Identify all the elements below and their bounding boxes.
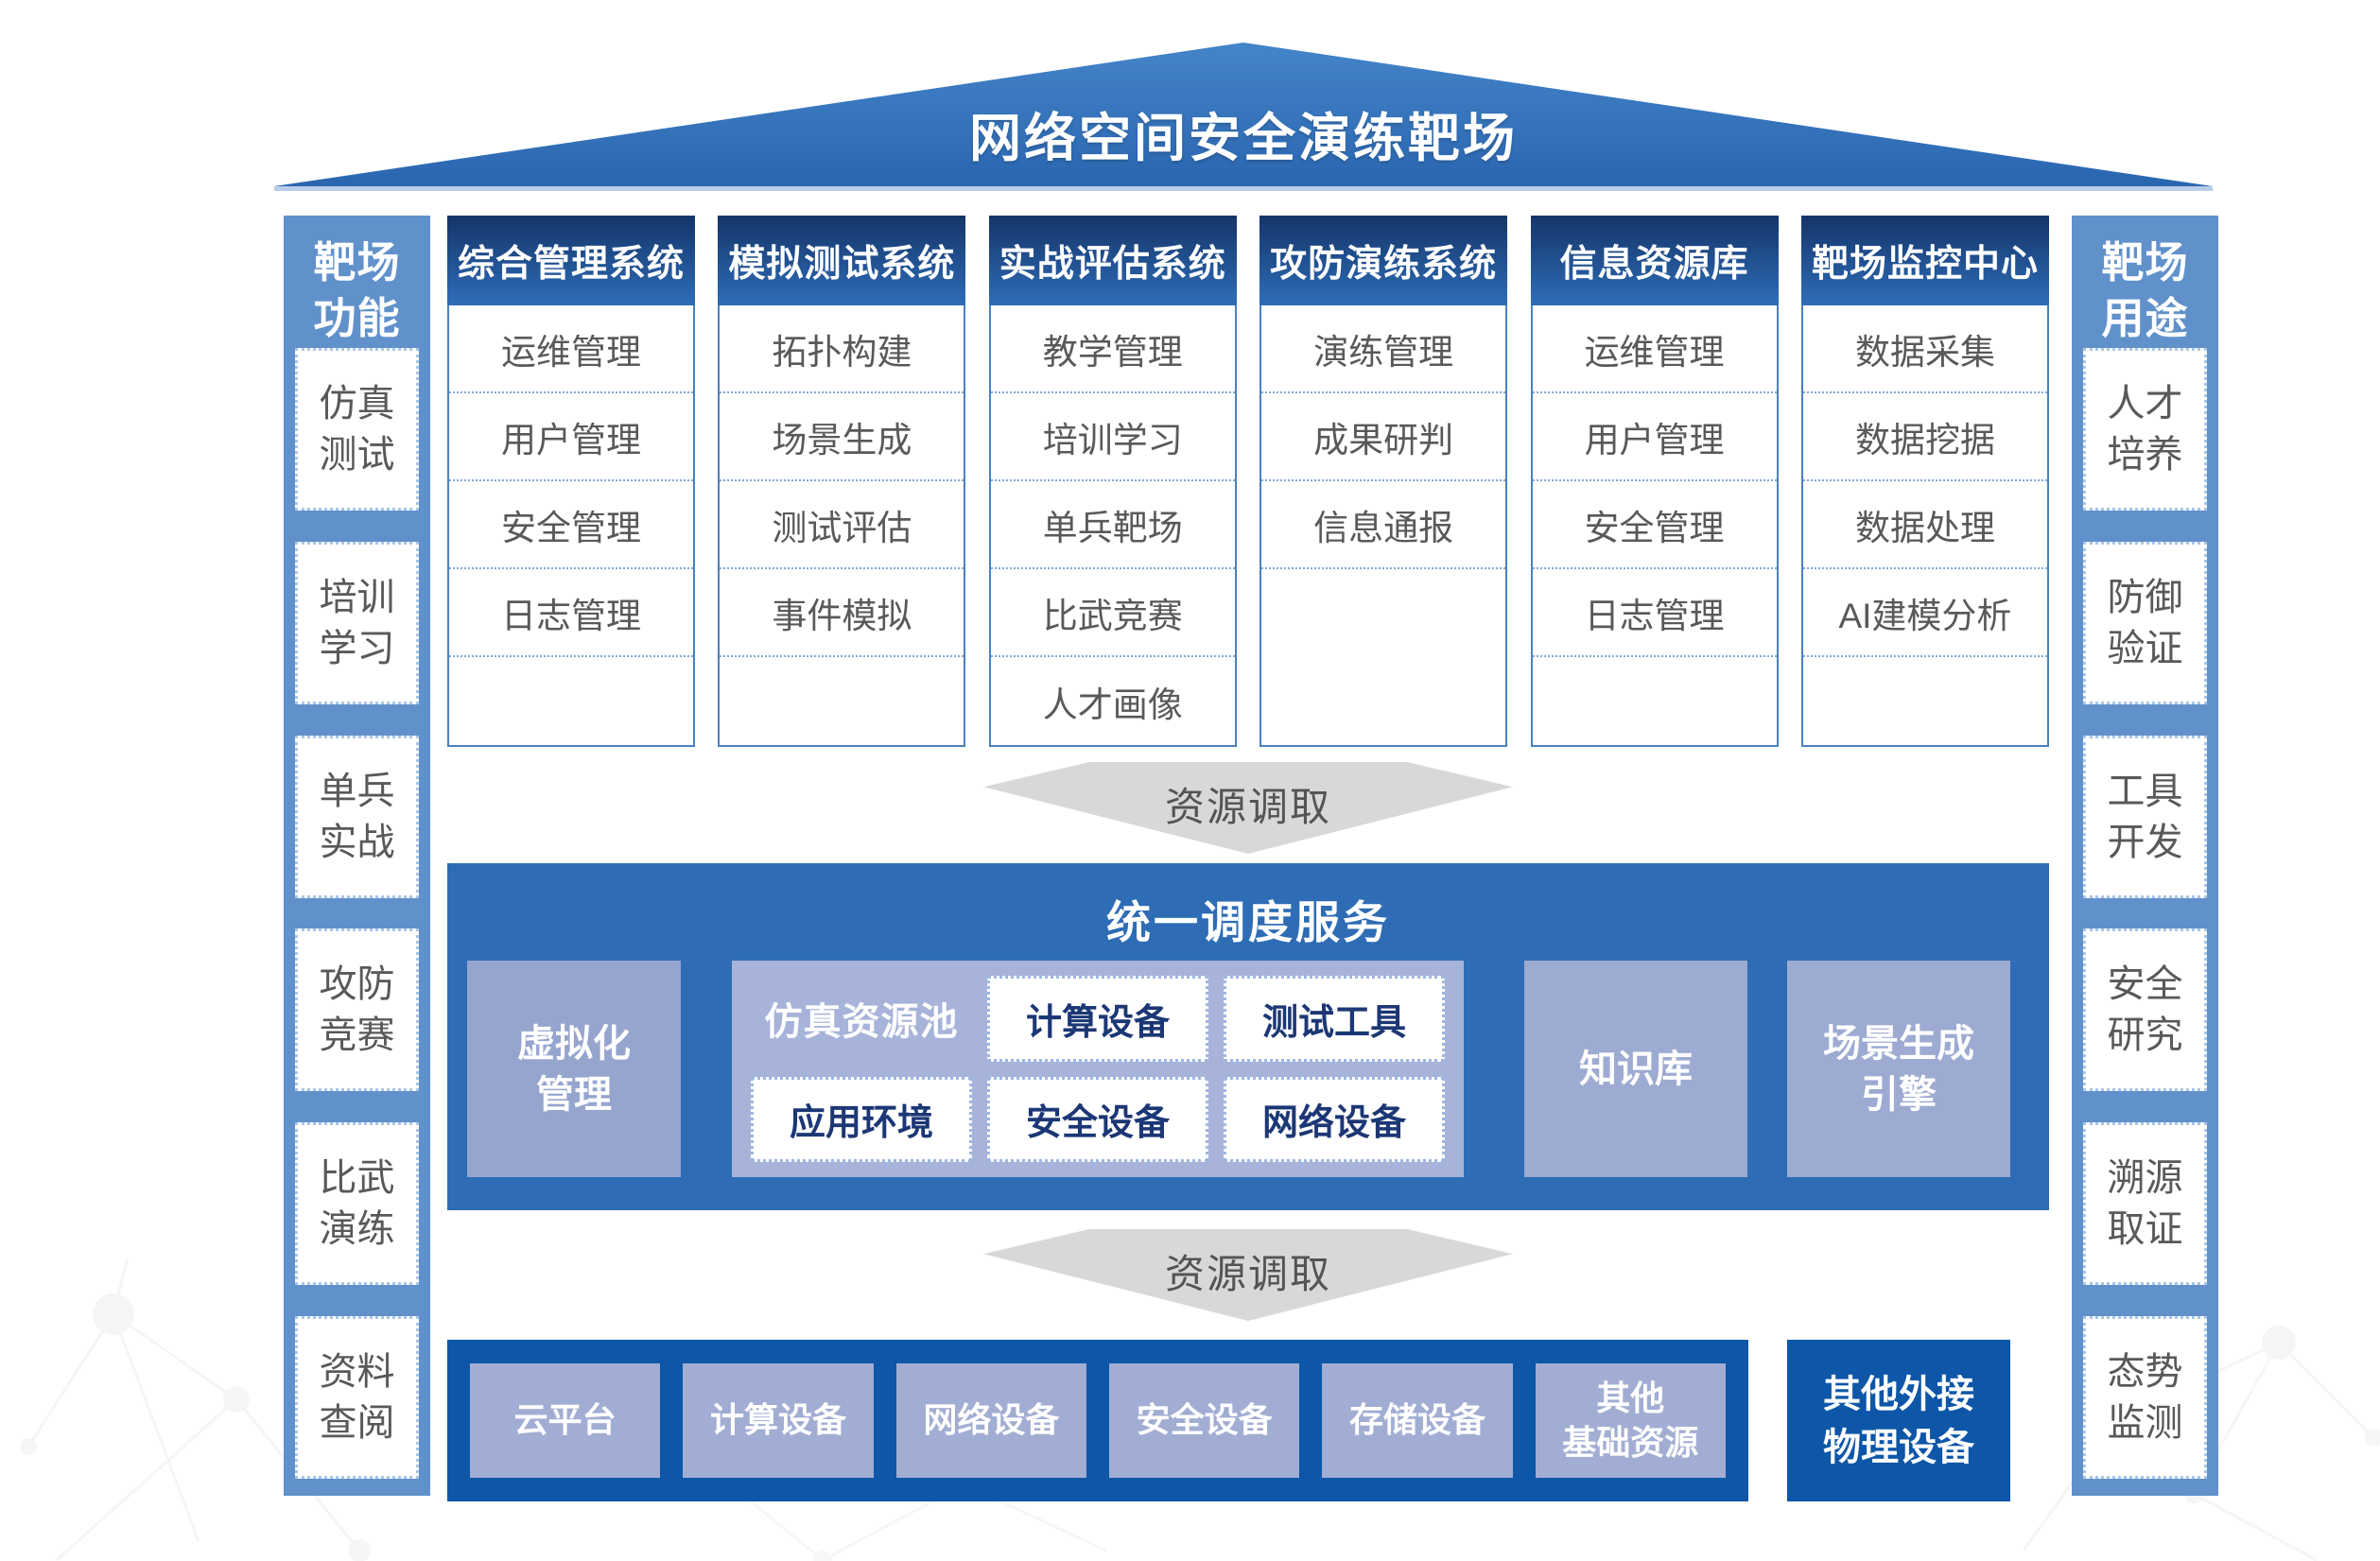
column-header: 模拟测试系统 [718, 216, 966, 305]
system-column-attack-defense-drill: 攻防演练系统 演练管理 成果研判 信息通报 [1259, 216, 1508, 747]
column-body: 教学管理 培训学习 单兵靶场 比武竞赛 人才画像 [988, 305, 1237, 747]
external-physical-devices-box: 其他外接 物理设备 [1787, 1340, 2010, 1501]
infra-item-compute-devices: 计算设备 [683, 1363, 874, 1478]
simulation-resource-pool: 仿真资源池 计算设备 测试工具 应用环境 安全设备 网络设备 [732, 961, 1464, 1177]
pool-item-app-environment: 应用环境 [751, 1076, 972, 1162]
system-column-simulation-test: 模拟测试系统 拓扑构建 场景生成 测试评估 事件模拟 [718, 216, 966, 747]
column-header: 综合管理系统 [447, 216, 695, 305]
system-column-monitoring-center: 靶场监控中心 数据采集 数据挖据 数据处理 AI建模分析 [1800, 216, 2049, 747]
column-item: 测试评估 [720, 481, 964, 569]
column-item: 运维管理 [449, 305, 693, 393]
use-item-defense-validation: 防御 验证 [2083, 541, 2207, 704]
column-item: 运维管理 [1532, 305, 1777, 393]
sidebar-uses-header: 靶场 用途 [2101, 238, 2189, 343]
function-item-simulation-test: 仿真 测试 [295, 348, 419, 511]
column-item: 教学管理 [990, 305, 1235, 393]
use-item-situation-monitoring: 态势 监测 [2083, 1315, 2207, 1479]
scheduling-title: 统一调度服务 [1106, 897, 1390, 947]
column-item: 成果研判 [1261, 393, 1506, 481]
arrow-label: 资源调取 [1164, 1252, 1331, 1296]
scene-generation-engine-box: 场景生成 引擎 [1787, 961, 2010, 1177]
column-item: 用户管理 [449, 393, 693, 481]
column-item: 信息通报 [1261, 481, 1506, 569]
infrastructure-row: 云平台 计算设备 网络设备 安全设备 存储设备 其他 基础资源 [447, 1340, 1748, 1501]
column-item: 演练管理 [1261, 305, 1506, 393]
roof-banner: 网络空间安全演练靶场 [274, 43, 2213, 186]
column-item: AI建模分析 [1802, 569, 2047, 657]
function-item-attack-defense-contest: 攻防 竞赛 [295, 928, 419, 1092]
function-item-solo-combat: 单兵 实战 [295, 735, 419, 898]
resource-pool-label: 仿真资源池 [764, 1001, 959, 1044]
column-item: 数据挖据 [1802, 393, 2047, 481]
roof-underline [274, 186, 2213, 191]
column-header: 攻防演练系统 [1259, 216, 1508, 305]
use-item-security-research: 安全 研究 [2083, 928, 2207, 1092]
pool-item-test-tools: 测试工具 [1224, 976, 1445, 1062]
knowledge-base-box: 知识库 [1524, 961, 1747, 1177]
system-column-management: 综合管理系统 运维管理 用户管理 安全管理 日志管理 [447, 216, 695, 747]
function-item-material-review: 资料 查阅 [295, 1315, 419, 1479]
column-body: 拓扑构建 场景生成 测试评估 事件模拟 [718, 305, 966, 747]
column-item: 单兵靶场 [990, 481, 1235, 569]
sidebar-functions-header: 靶场 功能 [313, 238, 401, 343]
column-item: 安全管理 [1532, 481, 1777, 569]
use-item-trace-forensics: 溯源 取证 [2083, 1122, 2207, 1286]
sidebar-functions-list: 仿真 测试 培训 学习 单兵 实战 攻防 竞赛 比武 演练 资料 查阅 [295, 348, 419, 1479]
use-item-tool-development: 工具 开发 [2083, 735, 2207, 898]
page-title: 网络空间安全演练靶场 [968, 109, 1518, 167]
column-body: 数据采集 数据挖据 数据处理 AI建模分析 [1800, 305, 2049, 747]
column-item: 日志管理 [449, 569, 693, 657]
column-item: 拓扑构建 [720, 305, 964, 393]
system-column-info-repository: 信息资源库 运维管理 用户管理 安全管理 日志管理 [1530, 216, 1779, 747]
column-item: 安全管理 [449, 481, 693, 569]
infra-item-cloud-platform: 云平台 [470, 1363, 661, 1478]
column-item: 场景生成 [720, 393, 964, 481]
column-item: 培训学习 [990, 393, 1235, 481]
function-item-competition-drill: 比武 演练 [295, 1122, 419, 1286]
column-header: 信息资源库 [1530, 216, 1779, 305]
pool-item-compute-devices: 计算设备 [987, 976, 1208, 1062]
column-item: 数据处理 [1802, 481, 2047, 569]
infra-item-other-base-resources: 其他 基础资源 [1535, 1363, 1726, 1478]
column-item: 比武竞赛 [990, 569, 1235, 657]
sidebar-uses-list: 人才 培养 防御 验证 工具 开发 安全 研究 溯源 取证 态势 监测 [2083, 348, 2207, 1479]
column-header: 实战评估系统 [988, 216, 1237, 305]
column-item: 事件模拟 [720, 569, 964, 657]
column-item: 日志管理 [1532, 569, 1777, 657]
arrow-label: 资源调取 [1164, 785, 1331, 829]
sidebar-range-functions: 靶场 功能 仿真 测试 培训 学习 单兵 实战 攻防 竞赛 比武 演练 资料 查… [284, 216, 430, 1496]
column-body: 运维管理 用户管理 安全管理 日志管理 [1530, 305, 1779, 747]
column-item: 数据采集 [1802, 305, 2047, 393]
column-body: 运维管理 用户管理 安全管理 日志管理 [447, 305, 695, 747]
systems-row: 综合管理系统 运维管理 用户管理 安全管理 日志管理 模拟测试系统 拓扑构建 场… [447, 216, 2049, 747]
scheduling-content: 虚拟化 管理 仿真资源池 计算设备 测试工具 应用环境 安全设备 网络设备 知识… [467, 961, 2010, 1177]
column-header: 靶场监控中心 [1800, 216, 2049, 305]
use-item-talent-cultivation: 人才 培养 [2083, 348, 2207, 511]
resource-fetch-arrow-bottom: 资源调取 [983, 1229, 1513, 1321]
virtualization-management-box: 虚拟化 管理 [467, 961, 681, 1177]
pool-item-security-devices: 安全设备 [987, 1076, 1208, 1162]
column-item: 用户管理 [1532, 393, 1777, 481]
unified-scheduling-service: 统一调度服务 虚拟化 管理 仿真资源池 计算设备 测试工具 应用环境 安全设备 … [447, 863, 2049, 1210]
infra-item-network-devices: 网络设备 [895, 1363, 1086, 1478]
resource-fetch-arrow-top: 资源调取 [983, 762, 1513, 854]
column-body: 演练管理 成果研判 信息通报 [1259, 305, 1508, 747]
sidebar-range-uses: 靶场 用途 人才 培养 防御 验证 工具 开发 安全 研究 溯源 取证 态势 监… [2072, 216, 2218, 1496]
pool-item-network-devices: 网络设备 [1224, 1076, 1445, 1162]
infra-item-security-devices: 安全设备 [1108, 1363, 1300, 1478]
function-item-training-study: 培训 学习 [295, 541, 419, 704]
infra-item-storage-devices: 存储设备 [1322, 1363, 1513, 1478]
system-column-combat-evaluation: 实战评估系统 教学管理 培训学习 单兵靶场 比武竞赛 人才画像 [988, 216, 1237, 747]
column-item: 人才画像 [1042, 685, 1183, 724]
